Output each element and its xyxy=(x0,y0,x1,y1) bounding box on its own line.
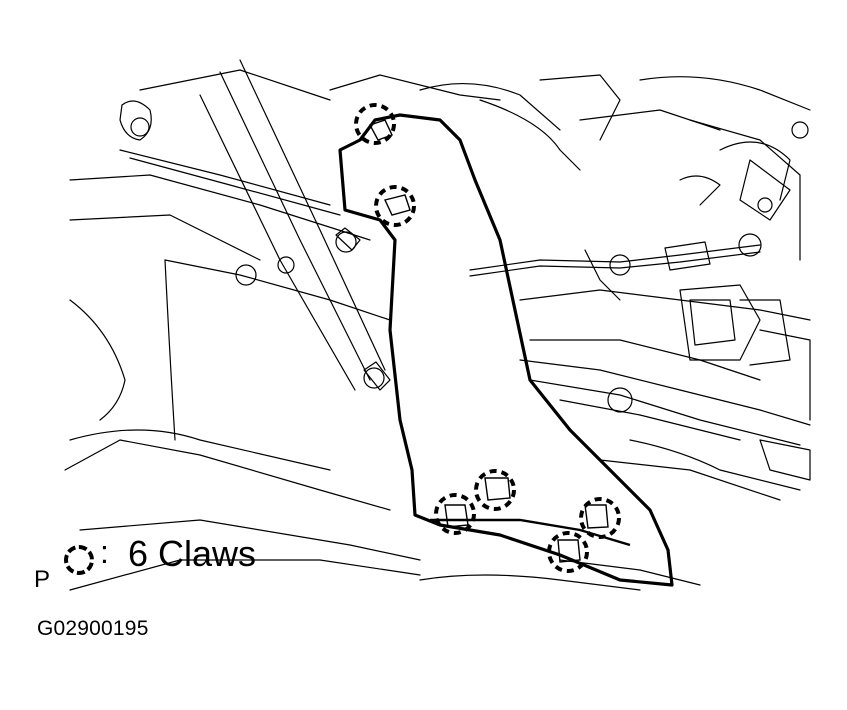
claw-marker-3 xyxy=(474,469,516,511)
legend-label: 6 Claws xyxy=(128,533,257,574)
cover-part-clip-detail xyxy=(368,119,411,216)
dashed-circle-icon xyxy=(64,545,94,575)
legend-separator: : xyxy=(100,534,109,570)
claw-marker-5 xyxy=(579,497,621,539)
claw-tabs xyxy=(444,477,609,563)
engine-bay-line-drawing xyxy=(64,59,811,591)
claw-marker-1 xyxy=(354,103,396,145)
figure-code: G02900195 xyxy=(37,617,149,640)
claw-marker-2 xyxy=(374,185,416,227)
cover-part-outline xyxy=(338,113,674,587)
claw-markers xyxy=(354,103,621,573)
claw-marker-4 xyxy=(434,493,476,535)
legend-prefix: P xyxy=(34,566,51,593)
background-components xyxy=(64,59,811,591)
claw-marker-6 xyxy=(547,531,589,573)
